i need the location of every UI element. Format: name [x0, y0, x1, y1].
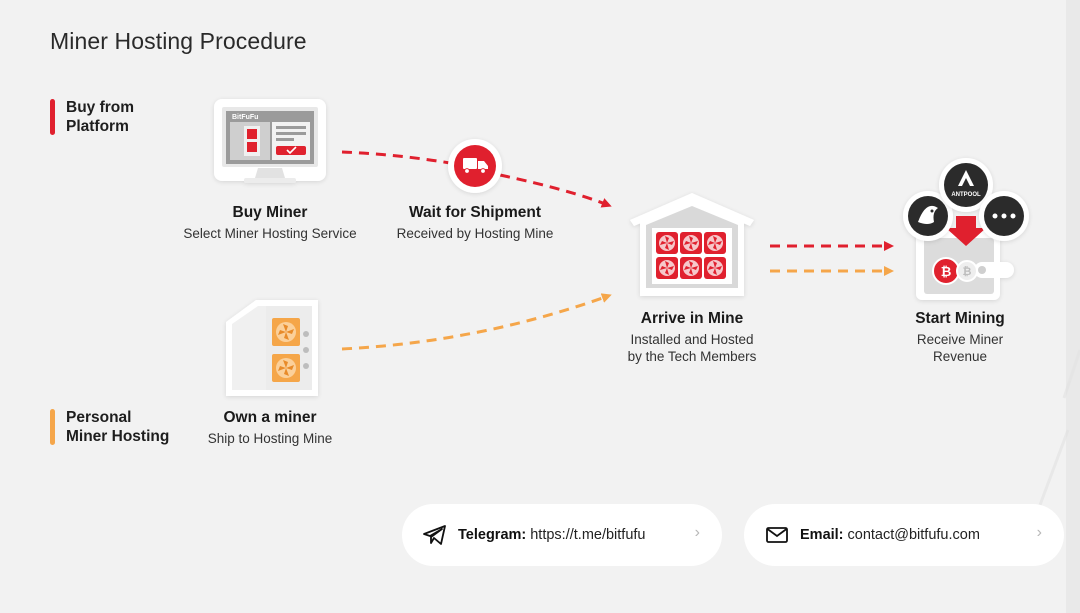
pool-fish-icon — [903, 191, 953, 241]
step-desc: Select Miner Hosting Service — [183, 226, 357, 241]
down-arrow-icon — [946, 216, 986, 246]
step-desc: Received by Hosting Mine — [396, 226, 554, 241]
step-title: Buy Miner — [232, 204, 308, 221]
miner-machine-icon — [226, 300, 318, 396]
track-label-line2: Platform — [66, 118, 129, 135]
wallet-icon: ₿ ₿ — [916, 230, 1014, 300]
step-title: Start Mining — [915, 310, 1005, 327]
page-edge-strip — [1066, 0, 1080, 613]
miner-fan-icon — [656, 232, 678, 254]
telegram-label: Telegram: — [458, 527, 527, 543]
miner-fan-icon — [704, 257, 726, 279]
step-title: Wait for Shipment — [408, 204, 542, 221]
track-label-line2: Miner Hosting — [66, 428, 170, 445]
page-title: Miner Hosting Procedure — [50, 28, 307, 54]
step-start-mining: Start Mining Receive Miner Revenue — [915, 309, 1005, 365]
track-label-line1: Personal — [66, 409, 132, 426]
track-label-line1: Buy from — [66, 99, 135, 116]
chevron-right-icon: › — [694, 524, 700, 541]
step-desc-line1: Receive Miner — [916, 332, 1004, 347]
antpool-label: ANTPOOL — [951, 192, 981, 198]
more-pools-icon — [979, 191, 1029, 241]
step-desc: Ship to Hosting Mine — [207, 431, 333, 446]
telegram-icon — [422, 522, 448, 548]
antpool-icon: ANTPOOL — [939, 158, 993, 212]
step-arrive-mine: Arrive in Mine Installed and Hosted by t… — [628, 309, 757, 365]
step-buy-miner: Buy Miner Select Miner Hosting Service — [183, 203, 356, 242]
miner-fan-icon — [656, 257, 678, 279]
arrow-own-to-mine — [341, 293, 612, 351]
telegram-link[interactable]: https://t.me/bitfufu — [530, 527, 646, 543]
track-label-buy-from-platform: Buy from Platform — [50, 98, 134, 136]
email-contact-button[interactable]: Email: contact@bitfufu.com › — [744, 504, 1064, 566]
step-title: Arrive in Mine — [640, 310, 744, 327]
monitor-brand: BitFuFu — [232, 114, 258, 121]
arrow-buy-to-shipment — [341, 150, 451, 165]
track-label-personal-hosting: Personal Miner Hosting — [50, 408, 169, 446]
step-desc-line1: Installed and Hosted — [630, 332, 754, 347]
step-own-miner: Own a miner Ship to Hosting Mine — [208, 408, 333, 447]
email-icon — [764, 522, 790, 548]
telegram-contact-button[interactable]: Telegram: https://t.me/bitfufu › — [402, 504, 722, 566]
warehouse-miners — [656, 232, 726, 279]
monitor-icon: BitFuFu — [214, 99, 326, 183]
svg-text:₿: ₿ — [963, 266, 972, 278]
step-wait-shipment: Wait for Shipment Received by Hosting Mi… — [397, 203, 554, 242]
step-title: Own a miner — [223, 409, 317, 426]
email-address[interactable]: contact@bitfufu.com — [847, 527, 980, 543]
miner-fan-icon — [680, 257, 702, 279]
chevron-right-icon: › — [1036, 524, 1042, 541]
miner-fan-icon — [680, 232, 702, 254]
email-label: Email: — [800, 527, 844, 543]
step-desc-line2: by the Tech Members — [627, 349, 757, 364]
track-bar-orange — [50, 409, 55, 445]
miner-fan-icon — [704, 232, 726, 254]
arrow-shipment-to-mine — [499, 173, 612, 208]
track-bar-red — [50, 99, 55, 135]
step-desc-line2: Revenue — [932, 349, 988, 364]
decorative-lines — [1038, 349, 1080, 506]
truck-icon — [448, 139, 502, 193]
svg-text:₿: ₿ — [941, 264, 952, 279]
